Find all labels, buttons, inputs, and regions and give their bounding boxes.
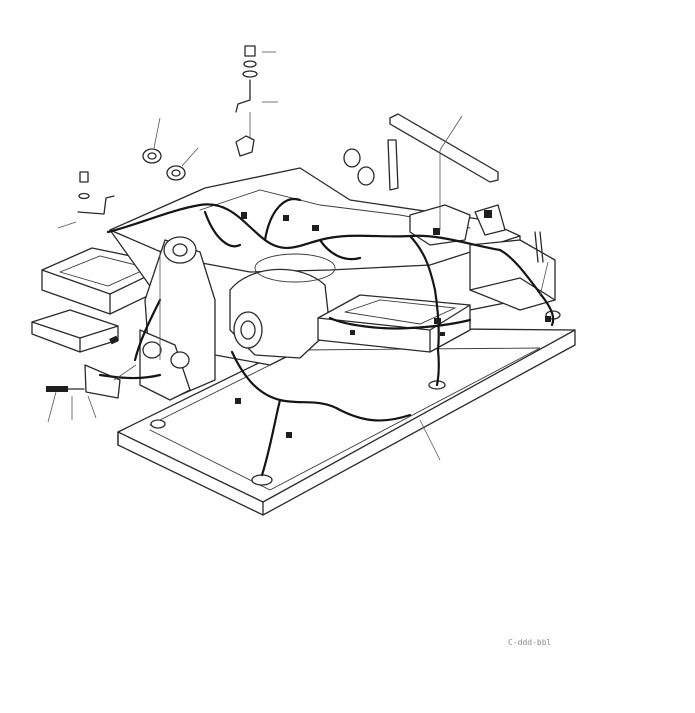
right-bracket-assembly (389, 113, 556, 311)
wire-harness (98, 197, 555, 477)
left-tank-housing (31, 247, 161, 353)
control-box (317, 294, 471, 353)
callout-lines (47, 51, 549, 461)
exploded-parts (46, 45, 399, 392)
figure-code: C-ddd-bbl (508, 638, 552, 647)
